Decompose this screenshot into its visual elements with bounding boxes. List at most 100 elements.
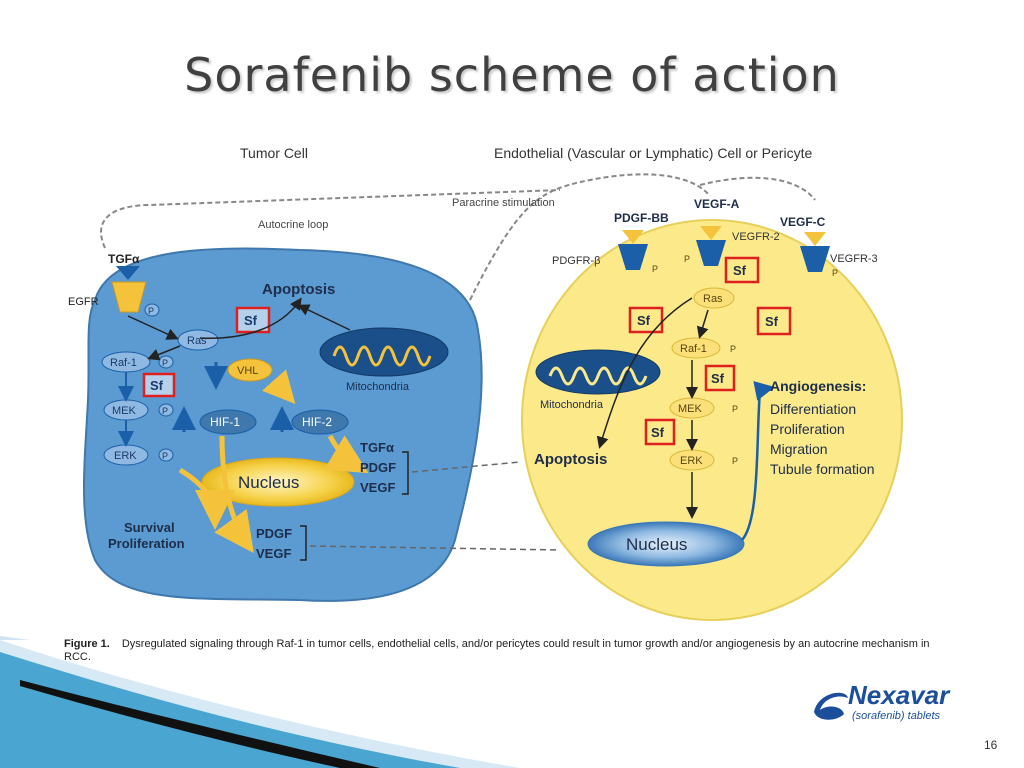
- vegfr3-receptor: [800, 246, 830, 272]
- tgf-ligand-icon: [116, 266, 140, 280]
- pdgf-bb-ligand: [622, 230, 644, 244]
- vegfr3-label: VEGFR-3: [830, 253, 878, 265]
- angio-item: Tubule formation: [770, 461, 875, 477]
- egfr-p-node: [144, 303, 160, 317]
- tumor-raf-p-label: P: [162, 358, 168, 368]
- dashed-out2-link: [309, 545, 561, 551]
- endo-nucleus-label: Nucleus: [626, 535, 687, 554]
- tumor-ras-node: [177, 329, 219, 351]
- endo-sf-box-vegfr3: [756, 306, 792, 336]
- mito-apoptosis-line: [297, 304, 351, 331]
- tumor-out-tgf: TGFα: [360, 440, 394, 455]
- tumor-out2-vegf: VEGF: [256, 546, 291, 561]
- pdgfrb-label: PDGFR-β: [552, 255, 601, 267]
- endo-mek-p: P: [732, 404, 738, 414]
- slide-swoosh: [0, 640, 520, 768]
- tumor-erk-p: [158, 448, 174, 462]
- endo-sf-box-mek: [644, 418, 676, 446]
- autocrine-label: Autocrine loop: [258, 219, 328, 231]
- tumor-tgf-label: TGFα: [108, 252, 140, 266]
- tumor-apoptosis-inhibit: [199, 297, 302, 339]
- arrow-egfr-ras: [127, 315, 179, 340]
- endo-cell-title: Endothelial (Vascular or Lymphatic) Cell…: [494, 145, 812, 161]
- tumor-mek-label: MEK: [112, 405, 137, 417]
- logo-subtitle: (sorafenib) tablets: [852, 710, 941, 722]
- endo-nucleus: [587, 521, 745, 567]
- tumor-hif1-node: [199, 409, 257, 435]
- tumor-out2-bracket: [300, 525, 307, 561]
- endo-erk-label: ERK: [680, 455, 703, 467]
- tumor-sf-label-apoptosis: Sf: [244, 313, 258, 328]
- endo-sf-box-vegfr2: [724, 256, 760, 284]
- egfr-p-label: P: [148, 306, 154, 316]
- autocrine-loop-line: [100, 189, 561, 249]
- tumor-erk-label: ERK: [114, 450, 137, 462]
- logo-name: Nexavar: [848, 680, 950, 710]
- arrow-hif1-output: [214, 435, 254, 554]
- endo-apoptosis-arrow: [596, 297, 693, 449]
- tumor-ras-label: Ras: [187, 335, 207, 347]
- pdgfrb-receptor: [618, 244, 648, 270]
- pathway-figure: Tumor Cell Endothelial (Vascular or Lymp…: [0, 145, 903, 640]
- angio-item: Differentiation: [770, 401, 856, 417]
- tumor-mitochondria-cristae: [332, 345, 432, 367]
- nexavar-swirl-icon: [814, 692, 848, 720]
- endo-p-3: P: [832, 268, 838, 278]
- paracrine-line-2: [699, 176, 816, 201]
- vegfr2-receptor: [696, 240, 726, 266]
- tumor-hif2-label: HIF-2: [302, 415, 332, 429]
- endo-mitochondria: [535, 349, 661, 395]
- endo-p-2: P: [684, 254, 690, 264]
- endo-sf-label-raf: Sf: [711, 371, 725, 386]
- endo-ras-label: Ras: [703, 293, 723, 305]
- tumor-mek-p-label: P: [162, 406, 168, 416]
- tumor-raf-label: Raf-1: [110, 357, 137, 369]
- swoosh-teal: [0, 652, 460, 768]
- endo-mitochondria-cristae: [548, 366, 648, 386]
- endo-sf-label-mek: Sf: [651, 425, 665, 440]
- arrow-ras-raf: [147, 345, 181, 361]
- endo-raf-node: [671, 337, 721, 359]
- angio-item: Proliferation: [770, 421, 845, 437]
- page-number: 16: [984, 738, 998, 752]
- arrow-hif2-output: [323, 434, 369, 474]
- paracrine-label: Paracrine stimulation: [452, 197, 555, 209]
- tumor-out-bracket: [402, 451, 409, 495]
- endo-sf-label-vegfr3: Sf: [765, 314, 779, 329]
- tumor-hif1-label: HIF-1: [210, 415, 240, 429]
- figure-caption: Figure 1.Dysregulated signaling through …: [64, 638, 954, 664]
- tumor-mitochondria-label: Mitochondria: [346, 381, 410, 393]
- endo-mek-label: MEK: [678, 403, 703, 415]
- tumor-out-pdgf: PDGF: [360, 460, 396, 475]
- dashed-out-link: [411, 461, 521, 473]
- tumor-out2-pdgf: PDGF: [256, 526, 292, 541]
- angio-item: Migration: [770, 441, 828, 457]
- vegf-a-ligand: [700, 226, 722, 240]
- endo-ras-node: [693, 287, 735, 309]
- pdgf-bb-label: PDGF-BB: [614, 211, 669, 225]
- endo-raf-p: P: [730, 344, 736, 354]
- endo-sf-box-raf: [704, 364, 736, 392]
- tumor-raf-p: [158, 355, 174, 369]
- caption-label: Figure 1.: [64, 638, 110, 650]
- endo-angio-arrow: [741, 381, 775, 541]
- slide-title: Sorafenib scheme of action: [184, 48, 840, 102]
- vegf-c-ligand: [804, 232, 826, 246]
- endo-sf-label-pdgfr: Sf: [637, 313, 651, 328]
- endo-sf-label-vegfr2: Sf: [733, 263, 747, 278]
- endo-erk-p: P: [732, 456, 738, 466]
- tumor-proliferation-label: Proliferation: [108, 536, 185, 551]
- vegf-c-label: VEGF-C: [780, 215, 826, 229]
- arrow-vhl-hif2: [262, 369, 296, 404]
- arrow-endo-ras-raf: [696, 309, 709, 339]
- tumor-sf-box-raf: [142, 372, 176, 398]
- endo-p-1: P: [652, 264, 658, 274]
- endo-raf-label: Raf-1: [680, 343, 707, 355]
- decorative-swoosh-light: [0, 636, 30, 640]
- endo-mitochondria-label: Mitochondria: [540, 399, 604, 411]
- nexavar-logo: Nexavar (sorafenib) tablets: [808, 680, 968, 730]
- vegfr2-label: VEGFR-2: [732, 231, 780, 243]
- tumor-nucleus: [201, 457, 355, 507]
- tumor-erk-p-label: P: [162, 451, 168, 461]
- caption-text: Dysregulated signaling through Raf-1 in …: [64, 638, 930, 663]
